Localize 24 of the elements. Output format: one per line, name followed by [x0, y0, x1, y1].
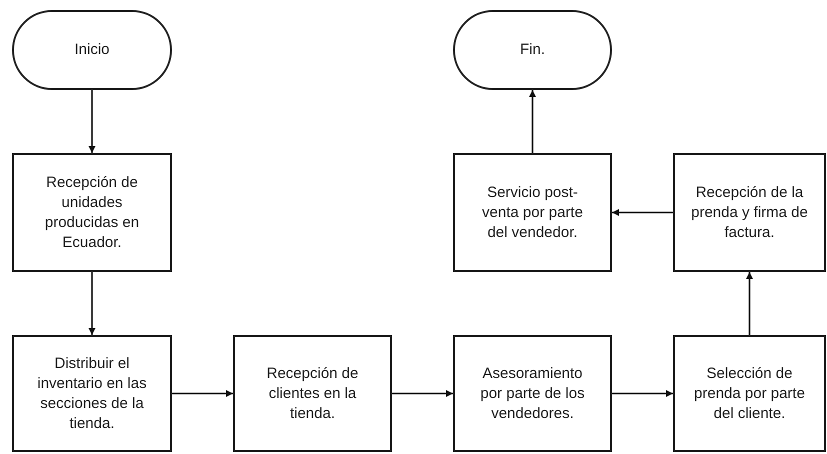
process-box — [453, 335, 612, 452]
node-label: Selección de prenda por parte del cliente. — [693, 364, 806, 424]
arrow — [88, 272, 96, 335]
process-box — [673, 153, 826, 272]
node-label: Recepción de unidades producidas en Ecuador. — [44, 172, 140, 252]
node-label: Servicio post-venta por parte del vendedor. — [481, 182, 584, 242]
process-box — [673, 335, 826, 452]
node-label: Inicio — [74, 40, 110, 60]
arrow — [88, 90, 96, 153]
process-box — [453, 153, 612, 272]
arrow — [172, 390, 233, 397]
arrow — [392, 390, 453, 397]
node-label: Distribuir el inventario en las secciones de la tienda. — [36, 354, 148, 434]
arrow — [612, 209, 673, 216]
arrow — [529, 90, 536, 153]
arrow — [746, 272, 753, 335]
process-box — [12, 153, 172, 272]
process-box — [12, 335, 172, 452]
process-box — [233, 335, 392, 452]
node-label: Recepción de clientes en la tienda. — [266, 364, 360, 424]
node-label: Asesoramiento por parte de los vendedores. — [479, 364, 586, 424]
node-label: Recepción de la prenda y firma de factura. — [691, 182, 808, 242]
node-label: Fin. — [520, 40, 545, 60]
arrow — [612, 390, 673, 397]
